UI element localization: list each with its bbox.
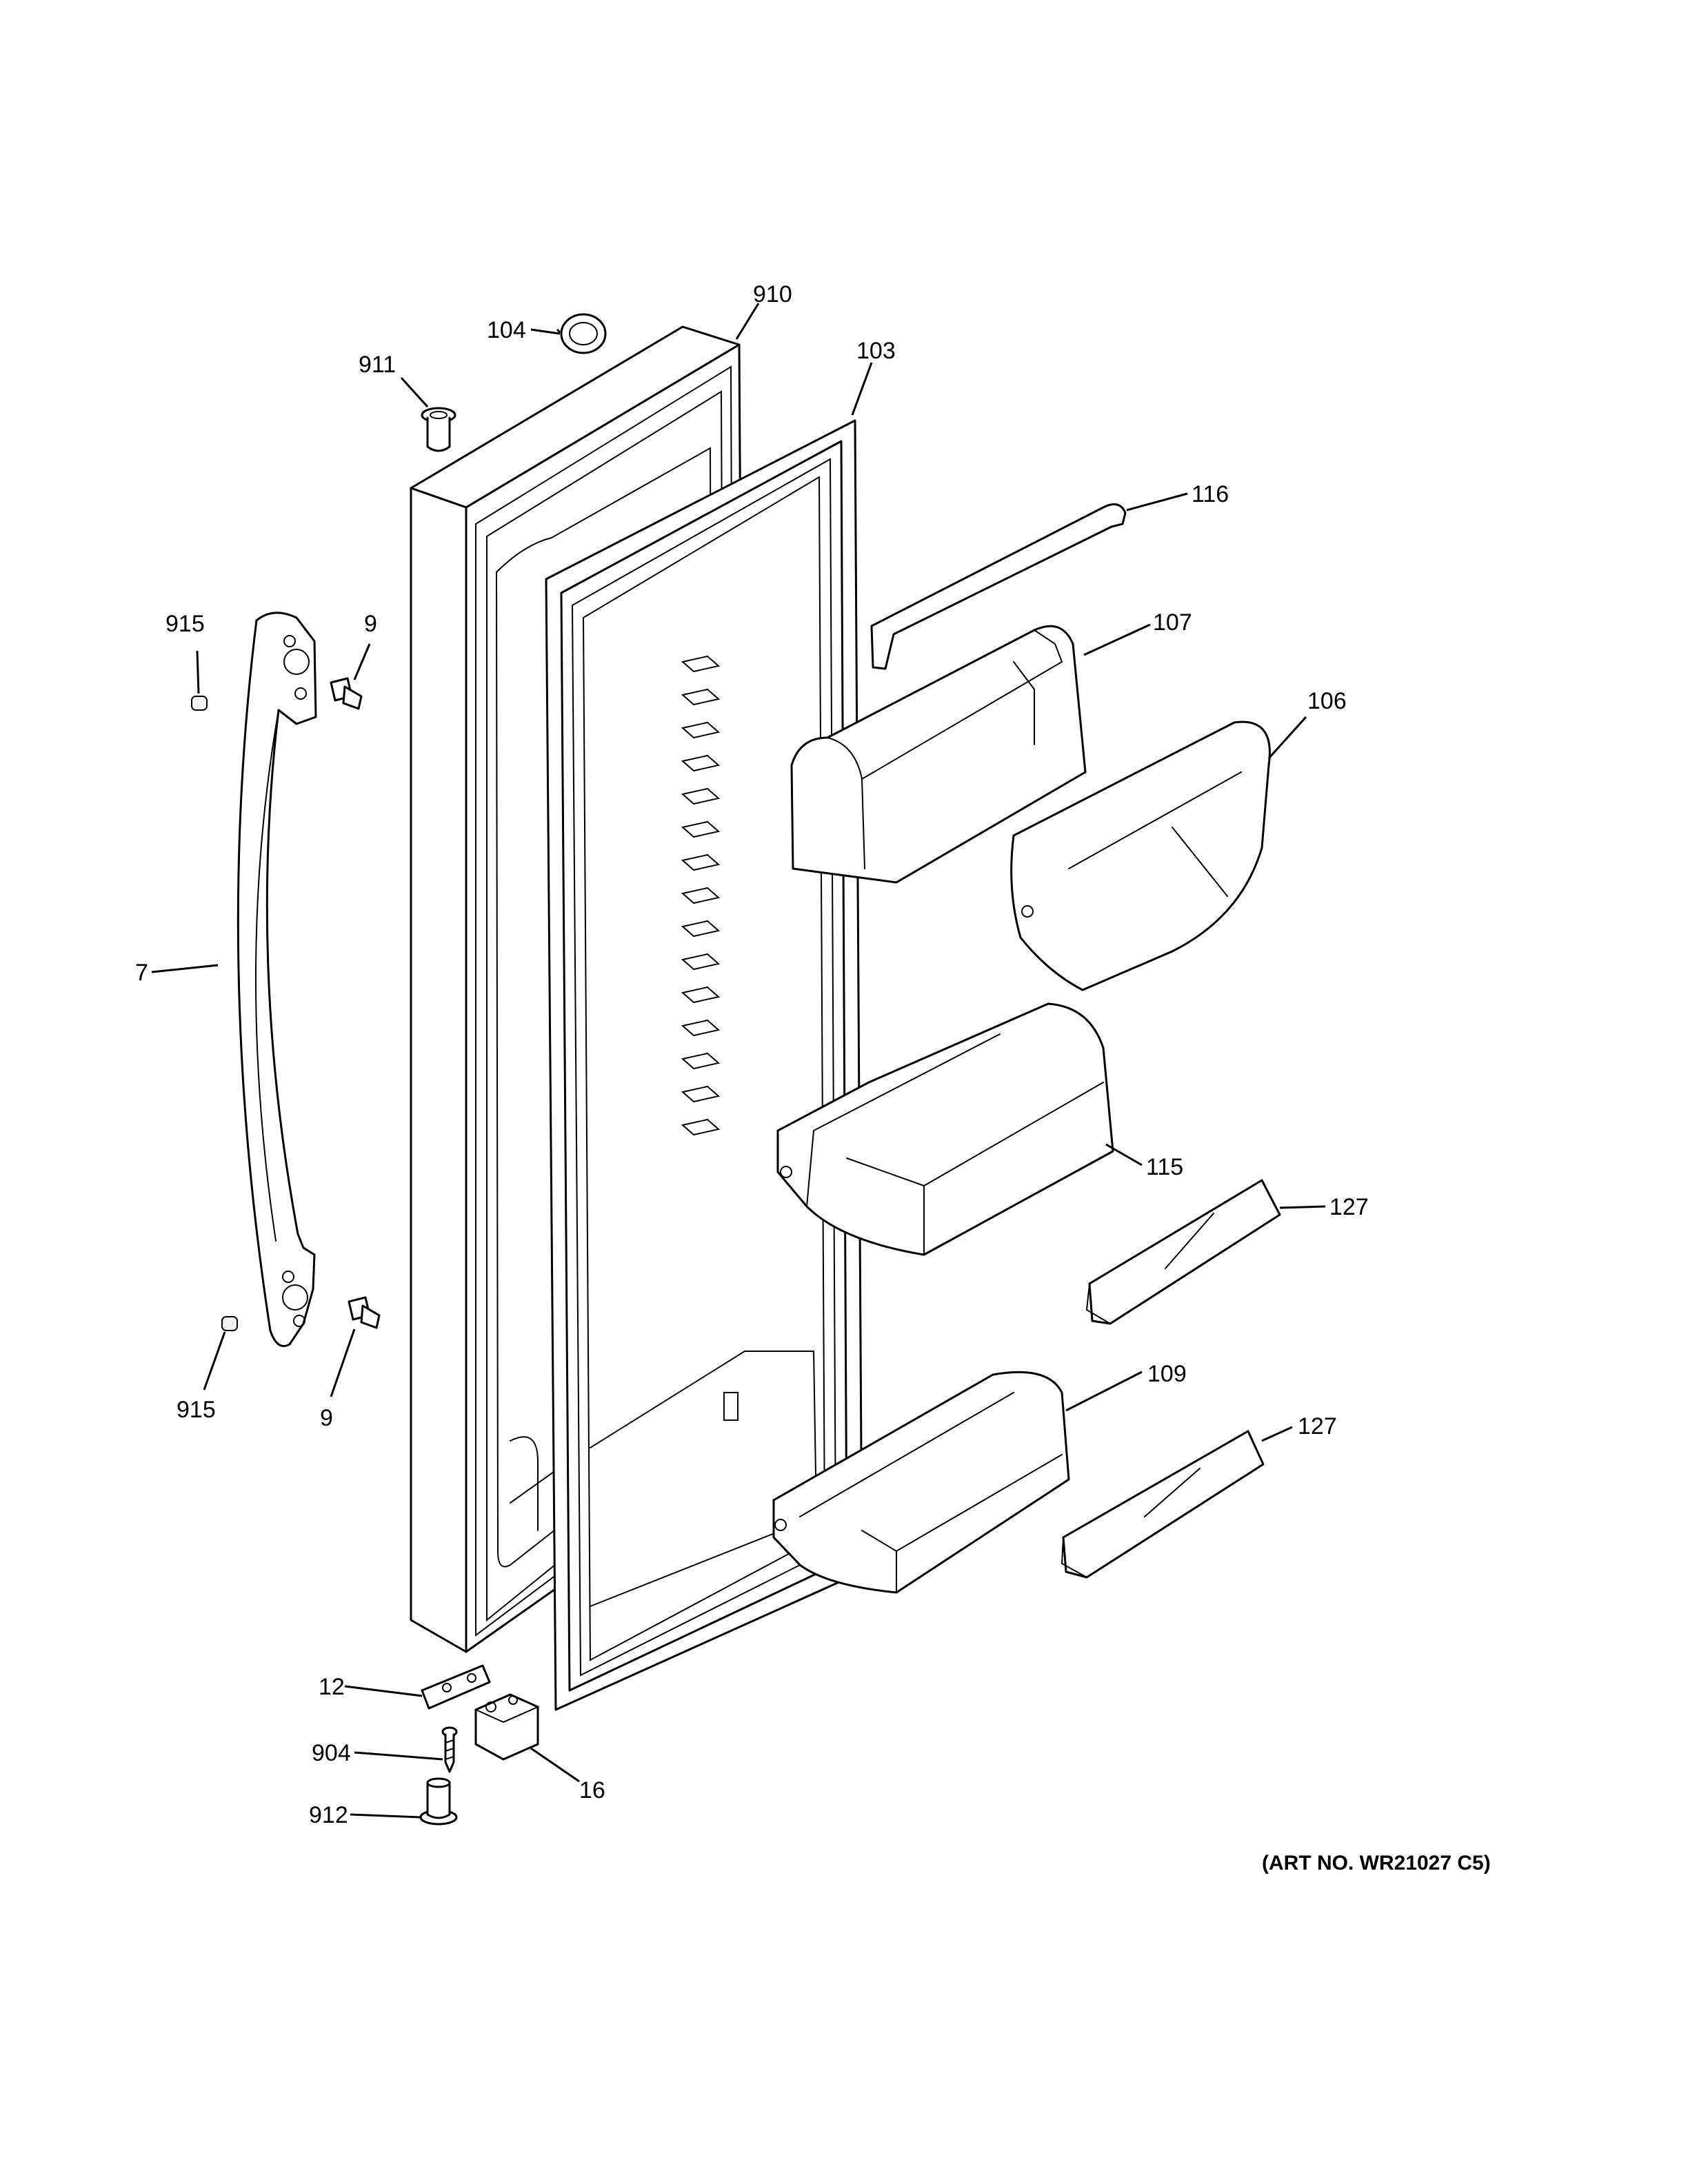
bin-divider-upper: [1085, 1179, 1281, 1325]
screw: [441, 1726, 458, 1773]
door-handle: [237, 611, 317, 1347]
mounting-stud-lower: [348, 1296, 381, 1329]
callout-127-lower: 127: [1298, 1413, 1337, 1439]
set-screw-lower: [221, 1316, 238, 1331]
callout-16: 16: [579, 1777, 605, 1803]
bin-rail: [870, 503, 1127, 670]
mounting-stud-upper: [330, 677, 363, 710]
leader-lines: [151, 303, 1326, 1819]
middle-door-bin: [776, 1002, 1114, 1256]
callout-106: 106: [1307, 688, 1347, 714]
callout-127-upper: 127: [1329, 1194, 1369, 1220]
callout-115: 115: [1146, 1154, 1183, 1180]
upper-door-bin: [790, 625, 1087, 884]
callout-107: 107: [1153, 609, 1192, 636]
callout-910: 910: [753, 281, 792, 307]
washer: [560, 313, 607, 354]
callout-911: 911: [359, 352, 396, 378]
hinge-plate: [421, 1664, 491, 1710]
art-number: (ART NO. WR21027 C5): [1262, 1852, 1491, 1874]
set-screw-upper: [191, 696, 208, 711]
callout-7: 7: [135, 960, 148, 986]
hinge-bracket: [474, 1693, 540, 1761]
callout-915-lower: 915: [177, 1397, 216, 1423]
callout-912: 912: [309, 1802, 348, 1828]
hinge-pin: [419, 1777, 458, 1826]
top-bushing: [421, 407, 456, 452]
callout-labels: 910 104 911 103 116 915 9 107 106 7 115 …: [135, 281, 1369, 1828]
bin-divider-lower: [1061, 1430, 1265, 1579]
callout-9-lower: 9: [320, 1405, 333, 1431]
lower-door-bin: [772, 1371, 1070, 1594]
callout-103: 103: [856, 338, 896, 364]
callout-116: 116: [1192, 481, 1229, 507]
callout-915-upper: 915: [165, 611, 205, 637]
callout-109: 109: [1147, 1361, 1187, 1387]
callout-904: 904: [312, 1740, 351, 1766]
door-gasket: [545, 419, 863, 1711]
callout-12: 12: [319, 1674, 345, 1700]
shelf-clip-column: [681, 655, 721, 1136]
callout-104: 104: [487, 317, 526, 343]
callout-9-upper: 9: [364, 611, 377, 637]
bin-cover: [1010, 720, 1271, 991]
